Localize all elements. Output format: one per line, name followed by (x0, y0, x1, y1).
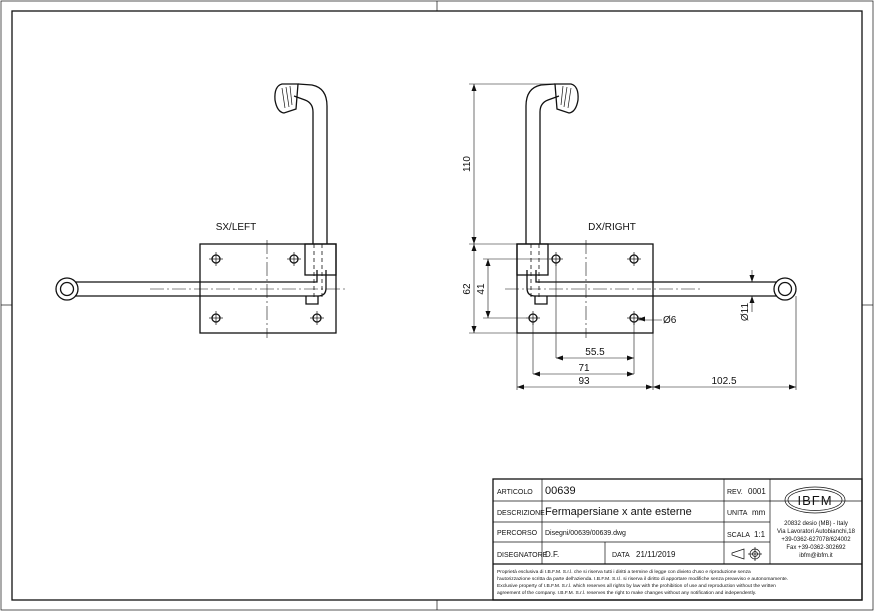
projection-symbol-icon (731, 547, 762, 561)
dim-width-71: 71 (578, 363, 590, 374)
left-rod-bend (305, 270, 327, 297)
rev-value: 0001 (748, 487, 766, 496)
right-view: DX/RIGHT (505, 83, 797, 338)
disegnatore-value: D.F. (545, 550, 559, 559)
dim-width-102-5: 102.5 (711, 376, 736, 387)
data-label: DATA (612, 552, 630, 559)
company-address-line-3: +39-0362-627078/624002 (781, 537, 851, 543)
unita-value: mm (752, 508, 766, 517)
left-rod-ring-outer (55, 277, 79, 301)
right-handle-grip (554, 83, 579, 114)
data-value: 21/11/2019 (636, 550, 676, 559)
right-pivot-block (516, 243, 549, 276)
left-vertical-handle (293, 83, 328, 244)
left-view-label: SX/LEFT (216, 222, 257, 233)
dim-height-62: 62 (462, 283, 473, 295)
disegnatore-label: DISEGNATORE (497, 552, 548, 559)
descrizione-value: Fermapersiane x ante esterne (545, 506, 692, 518)
percorso-value: Disegni/00639/00639.dwg (545, 530, 626, 537)
right-vertical-handle (525, 83, 560, 244)
title-block: ARTICOLO . 00639 REV. 0001 DESCRIZIONE F… (492, 478, 863, 601)
legal-notice-line-4: agreement of the company. I.B.F.M. S.r.l… (497, 590, 756, 596)
left-view: SX/LEFT (55, 83, 348, 338)
right-view-label: DX/RIGHT (588, 222, 636, 233)
svg-text:.: . (526, 489, 528, 496)
legal-notice-line-3: Exclusive property of I.B.F.M. S.r.l. wh… (497, 583, 776, 589)
left-horizontal-rod (75, 281, 305, 297)
dim-hole-diameter: Ø6 (663, 315, 677, 326)
dim-rod-diameter: Ø11 (740, 302, 751, 321)
company-address-line-5: ibfm@ibfm.it (799, 553, 833, 559)
scala-label: SCALA (727, 532, 750, 539)
rev-label: REV. (727, 489, 743, 496)
left-base-plate (199, 243, 337, 334)
dimensions: 110 62 41 Ø6 Ø11 55.5 (462, 83, 797, 390)
percorso-label: PERCORSO (497, 530, 538, 537)
right-base-plate (516, 243, 654, 334)
left-pivot-block (304, 243, 337, 276)
right-rod-ring-inner (777, 281, 793, 297)
legal-notice-line-2: l'autorizzazione scritta da parte dell'a… (497, 576, 788, 582)
descrizione-label: DESCRIZIONE (497, 510, 545, 517)
company-address-line-1: 20832 desio (MB) - Italy (784, 521, 848, 527)
right-rod-bend (526, 270, 548, 297)
company-address-line-4: Fax +39-0362-302692 (786, 545, 846, 551)
ibfm-logo: IBFM (784, 486, 846, 514)
right-rod-ring-outer (773, 277, 797, 301)
articolo-label: ARTICOLO (497, 489, 533, 496)
articolo-value: 00639 (545, 485, 576, 497)
dim-height-110: 110 (462, 156, 473, 172)
unita-label: UNITA (727, 510, 748, 517)
left-rod-ring-inner (59, 281, 75, 297)
dim-height-41: 41 (476, 283, 487, 295)
dim-width-93: 93 (578, 376, 590, 387)
logo-text: IBFM (797, 493, 832, 508)
company-address-line-2: Via Lavoratori Autobianchi,18 (777, 529, 856, 535)
scala-value: 1:1 (754, 530, 766, 539)
left-handle-grip (274, 83, 299, 114)
legal-notice-line-1: Proprietà esclusiva di I.B.F.M. S.r.l. c… (497, 569, 751, 575)
dim-width-55-5: 55.5 (585, 347, 605, 358)
